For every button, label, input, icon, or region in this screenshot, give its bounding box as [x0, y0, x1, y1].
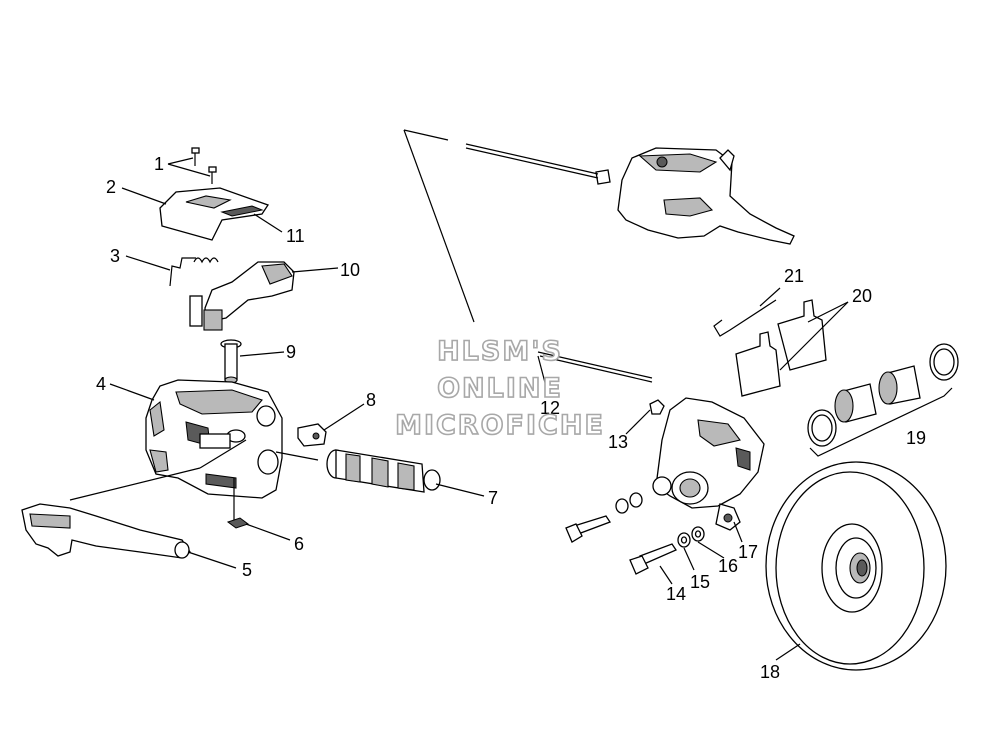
label-7: 7 — [488, 488, 498, 508]
part-1-screws — [191, 147, 217, 184]
label-15: 15 — [690, 572, 710, 592]
watermark-line-3: MICROFICHE — [395, 410, 605, 441]
part-2-reservoir-cover — [159, 187, 270, 241]
part-10-lever-arm — [189, 261, 295, 331]
watermark-line-2: ONLINE — [437, 373, 563, 404]
label-11: 11 — [286, 226, 305, 246]
label-13: 13 — [608, 432, 628, 452]
part-15-washer — [677, 532, 691, 548]
part-13-bleeder — [649, 399, 665, 415]
watermark-line-1: HLSM'S — [437, 336, 563, 367]
part-4-master-cylinder-body — [145, 379, 283, 499]
part-3-spring — [169, 257, 219, 287]
part-number-labels: 1 2 3 4 5 6 7 8 9 10 11 12 13 14 15 16 1… — [96, 154, 926, 682]
part-12-brake-line — [465, 143, 653, 383]
watermark: HLSM'S ONLINE MICROFICHE — [394, 335, 605, 442]
label-leaders — [109, 157, 849, 661]
part-5-brake-lever — [21, 503, 191, 559]
label-9: 9 — [286, 342, 296, 362]
part-16-washer — [691, 526, 705, 542]
label-16: 16 — [718, 556, 738, 576]
label-6: 6 — [294, 534, 304, 554]
assembly-reference-lines — [69, 129, 475, 520]
part-17-caliper — [652, 397, 765, 531]
label-4: 4 — [96, 374, 106, 394]
label-3: 3 — [110, 246, 120, 266]
part-6-clip — [226, 517, 250, 529]
label-17: 17 — [738, 542, 758, 562]
label-2: 2 — [106, 177, 116, 197]
label-18: 18 — [760, 662, 780, 682]
part-9-pin — [220, 339, 242, 384]
assembled-master-cylinder — [595, 147, 795, 245]
caliper-bolt-upper — [565, 492, 643, 543]
part-19-caliper-pistons — [807, 343, 959, 457]
label-20: 20 — [852, 286, 872, 306]
label-21: 21 — [784, 266, 804, 286]
label-14: 14 — [666, 584, 686, 604]
part-21-pad-pin — [713, 299, 777, 337]
part-20-brake-pads — [735, 299, 827, 397]
label-19: 19 — [906, 428, 926, 448]
label-8: 8 — [366, 390, 376, 410]
part-8-bracket — [297, 423, 327, 447]
label-5: 5 — [242, 560, 252, 580]
label-1: 1 — [154, 154, 164, 174]
label-12: 12 — [540, 398, 560, 418]
label-10: 10 — [340, 260, 360, 280]
part-7-piston — [326, 449, 441, 493]
part-14-bolt — [629, 543, 677, 575]
part-18-brake-disc — [765, 461, 947, 671]
